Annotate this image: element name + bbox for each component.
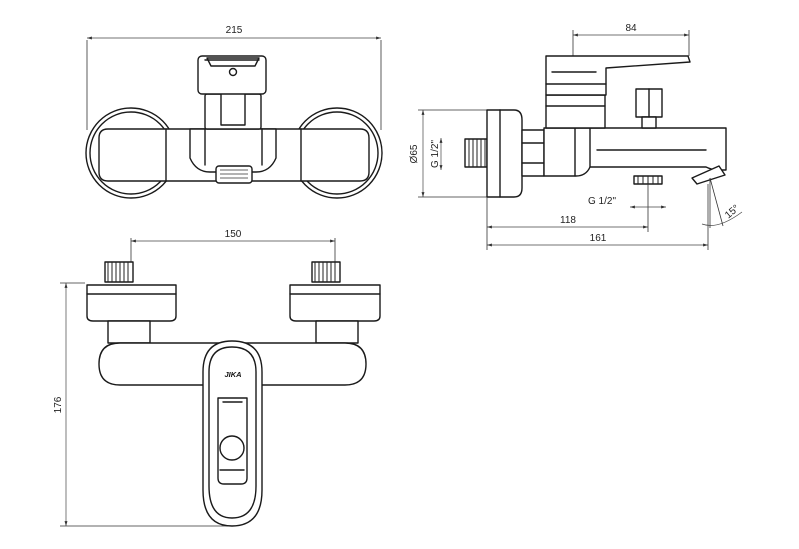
brand-logo: JIKA [224, 370, 241, 379]
diameter-dimension-label: Ø65 [409, 144, 420, 163]
diverter-knob-front [219, 435, 245, 461]
outlet-thread-label: G 1/2" [588, 196, 616, 207]
mixer-body-side [543, 127, 727, 177]
aerator [215, 165, 253, 184]
front-view: 150 176 [53, 229, 381, 527]
right-rosette-front [289, 284, 381, 322]
lever-handle-side [545, 55, 691, 96]
rosette-profile [486, 109, 523, 198]
inlet-thread-label: G 1/2" [430, 140, 441, 168]
height-dimension-label: 176 [53, 396, 64, 413]
outlet-offset-dimension-label: 118 [560, 215, 576, 226]
side-view: 84 Ø65 G 1/2" [409, 23, 743, 250]
width-dimension-label: 215 [226, 25, 243, 36]
top-view: 215 [85, 25, 383, 199]
centers-dimension-label: 150 [225, 229, 242, 240]
right-inlet-thread [311, 261, 341, 283]
depth-dimension-label: 84 [625, 23, 637, 34]
spout-length-dimension-label: 161 [590, 233, 607, 244]
inlet-thread [464, 138, 488, 168]
spout-angle-label: 15° [723, 203, 742, 221]
left-rosette-front [86, 284, 177, 322]
eccentric-connector [521, 129, 545, 177]
left-inlet-thread [104, 261, 134, 283]
spout-tip [691, 165, 726, 185]
